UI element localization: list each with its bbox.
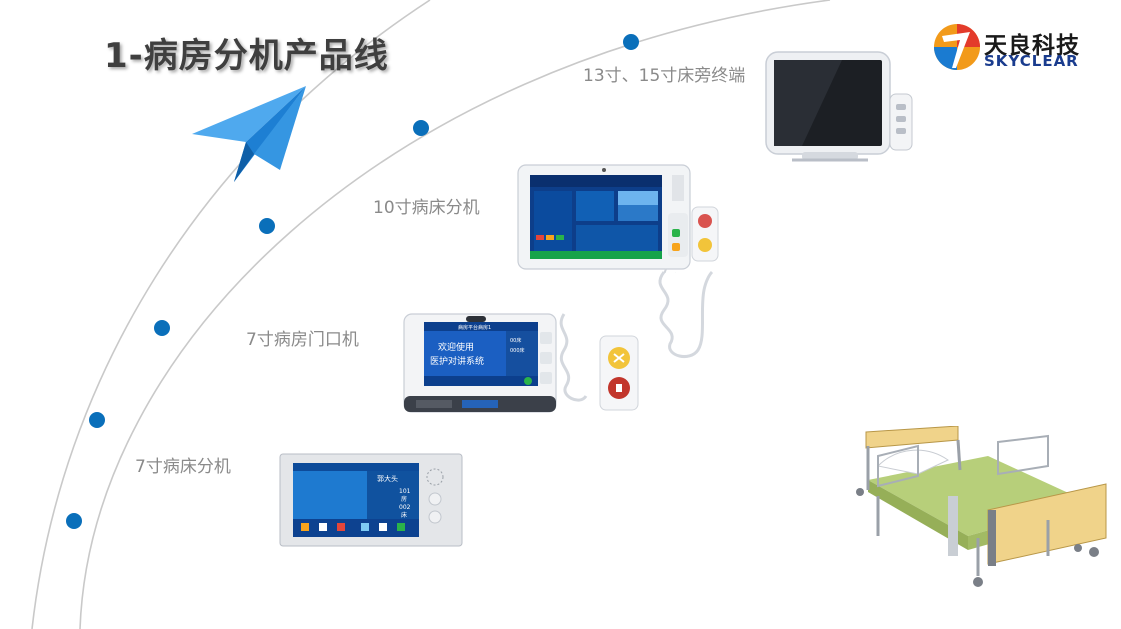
logo-brand-english: SKYCLEAR bbox=[984, 52, 1079, 70]
hospital-bed-image bbox=[856, 426, 1107, 587]
logo-brand-name: 天良科技 bbox=[984, 33, 1080, 59]
door-screen-counter-a: 00床 bbox=[510, 337, 521, 344]
door-screen-welcome: 欢迎使用 bbox=[438, 341, 474, 353]
timeline-dot bbox=[259, 218, 275, 234]
timeline-dot bbox=[413, 120, 429, 136]
bed7-screen-name: 郭大头 bbox=[377, 474, 398, 483]
door-unit-7in-image: 病房平台病房1 欢迎使用 医护对讲系统 00床 000床 bbox=[403, 313, 557, 413]
timeline-dot bbox=[66, 513, 82, 529]
bed7-screen-num2: 002 bbox=[399, 504, 411, 511]
page-title: 1-病房分机产品线 bbox=[104, 36, 389, 76]
handset-cord bbox=[658, 270, 714, 359]
product-label-7in-door-unit: 7寸病房门口机 bbox=[246, 330, 359, 350]
product-label-7in-bed-unit: 7寸病床分机 bbox=[135, 457, 231, 477]
door-handset-icon bbox=[559, 313, 639, 411]
bed-unit-10in-image bbox=[517, 164, 719, 273]
bed7-screen-unit2: 床 bbox=[401, 511, 407, 519]
paper-plane-icon bbox=[192, 86, 306, 182]
product-label-10in-bed-unit: 10寸病床分机 bbox=[373, 198, 480, 218]
bed7-screen-num1: 101 bbox=[399, 488, 411, 495]
door-screen-system: 医护对讲系统 bbox=[430, 355, 484, 367]
product-label-bedside-terminal: 13寸、15寸床旁终端 bbox=[583, 66, 746, 86]
skyclear-logo-icon bbox=[934, 24, 980, 70]
timeline-dot bbox=[623, 34, 639, 50]
door-screen-counter-b: 000床 bbox=[510, 347, 525, 354]
bed-unit-7in-image: 郭大头 101 房 002 床 bbox=[279, 453, 463, 547]
bed7-screen-unit1: 房 bbox=[401, 495, 407, 503]
door-screen-header: 病房平台病房1 bbox=[458, 324, 491, 331]
bedside-terminal-image bbox=[762, 46, 920, 172]
timeline-dot bbox=[154, 320, 170, 336]
timeline-dot bbox=[89, 412, 105, 428]
